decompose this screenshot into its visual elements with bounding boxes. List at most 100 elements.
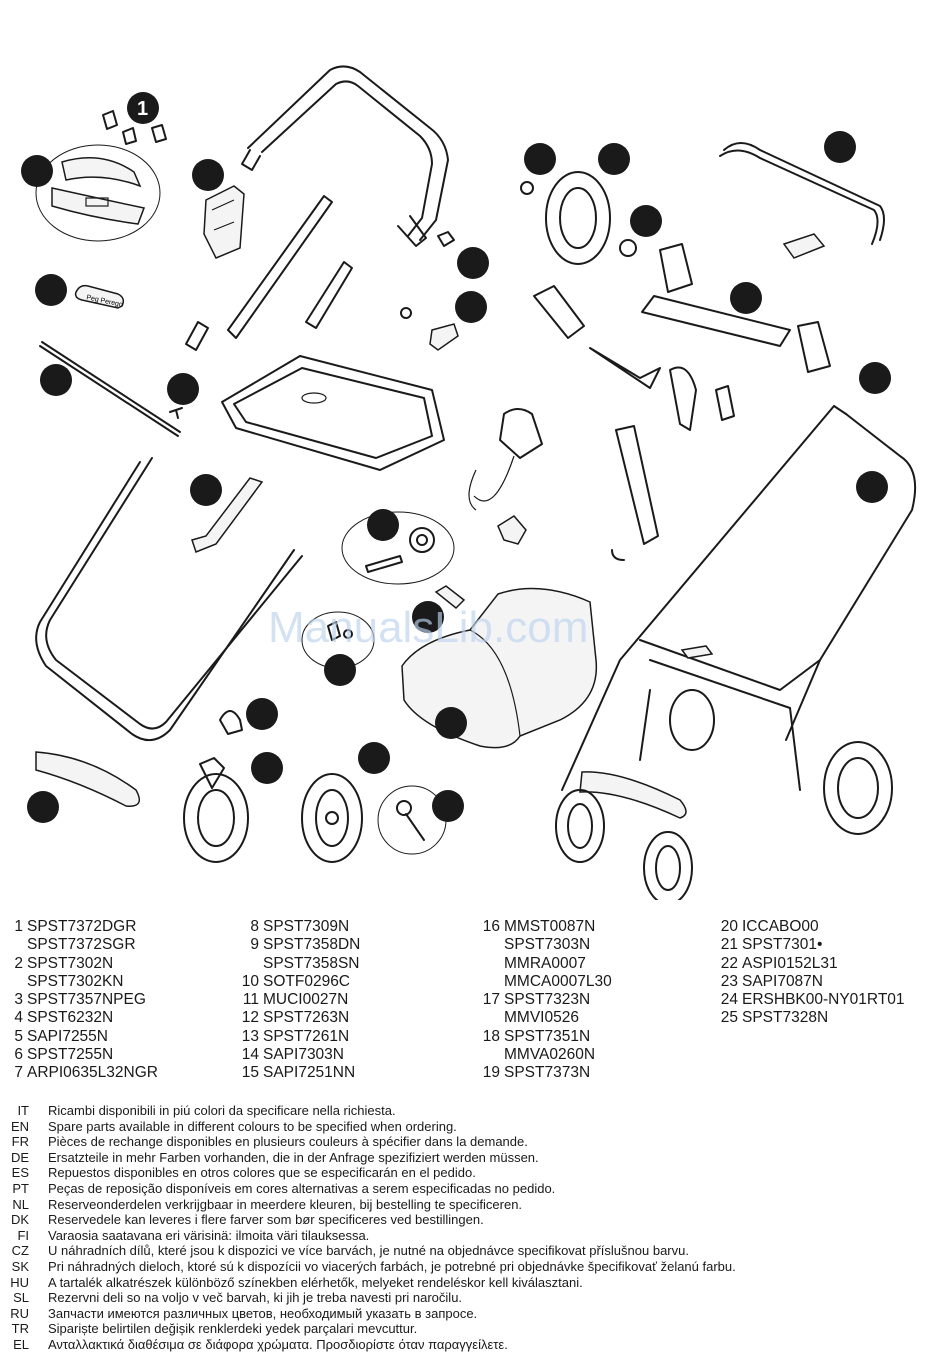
part-code: MUCI0027N [263,991,349,1009]
part-code: SPST7357NPEG [27,991,146,1009]
part-row: SPST7358SN [233,955,360,973]
note-language-code: SK [11,1258,29,1274]
part-code: MMCA0007L30 [504,972,612,990]
part-code: SPST7323N [504,991,591,1009]
part-2-handle [35,144,161,242]
callout [35,274,67,306]
callout [457,247,489,279]
part-code: ERSHBK00-NY01RT01 [742,991,905,1009]
part-6-screw [169,407,183,419]
part-number: 10 [241,972,259,990]
note-text: Запчасти имеются различных цветов, необх… [48,1305,478,1321]
part-code: SOTF0296C [263,972,351,990]
note-row: ES Repuestos disponibles en otros colores… [0,1165,950,1181]
part-basket-frame [221,355,445,471]
part-number: 24 [720,991,738,1009]
part-hinge-clips [400,231,459,351]
part-number: 15 [241,1064,259,1082]
part-row: SPST7303N [476,936,612,954]
part-code: SPST7309N [263,918,350,935]
note-text: Reserveonderdelen verkrijgbaar in meerde… [48,1196,523,1212]
callout [324,654,356,686]
part-number: 3 [14,991,23,1009]
part-code: MMRA0007 [504,954,586,972]
callout [598,143,630,175]
callout [856,471,888,503]
part-code: MMVI0526 [504,1009,579,1027]
callout [432,790,464,822]
part-row: MMRA0007 [476,955,612,973]
part-code: SAPI7251NN [263,1064,356,1082]
note-language-code: ES [11,1165,29,1181]
note-text: Pri náhradných dieloch, ktoré sú k dispo… [48,1258,736,1274]
note-language-code: DK [10,1212,29,1228]
callout [40,364,72,396]
note-language-code: EL [13,1336,29,1352]
part-code: SAPI7087N [742,972,823,990]
part-number: 12 [241,1009,259,1027]
part-brake-pedal [219,710,243,735]
note-text: Ανταλλακτικά διαθέσιμα σε διάφορα χρώματ… [48,1336,508,1352]
part-row: SPST7302KN [7,973,158,991]
part-rear-wheel [301,773,363,863]
part-number: 20 [720,918,738,935]
part-number: 6 [14,1046,23,1064]
note-text: A tartalék alkatrészek különböző színekb… [48,1274,583,1290]
note-language-code: IT [17,1103,29,1118]
part-number: 4 [14,1009,23,1027]
part-code: MMST0087N [504,918,596,935]
part-center-hub [468,285,735,561]
part-bumper [35,751,141,807]
callout [167,373,199,405]
callout [412,601,444,633]
part-number: 14 [241,1046,259,1064]
part-1-caps [102,110,167,145]
part-number: 16 [482,918,500,935]
note-language-code: FI [17,1227,29,1243]
callout [730,282,762,314]
note-language-code: FR [11,1134,29,1150]
part-number: 21 [720,936,738,954]
note-text: Repuestos disponibles en otros colores q… [48,1165,476,1181]
part-number: 2 [14,954,23,972]
part-code: ASPI0152L31 [742,954,838,972]
watermark: ManualsLib.com [268,603,588,652]
callout [21,155,53,187]
callout [859,362,891,394]
note-language-code: EN [10,1118,29,1134]
part-row: SPST7372SGR [7,936,158,954]
part-row: MMVA0260N [476,1046,612,1064]
part-code: SAPI7303N [263,1046,344,1064]
part-code: SAPI7255N [27,1027,108,1045]
exploded-parts-diagram: Peg Perego [21,65,916,900]
part-code: SPST6232N [27,1009,114,1027]
note-text: Sipariște belirtilen değișik renklerdeki… [48,1321,418,1337]
assembled-stroller [555,405,916,900]
part-code: SPST7358SN [263,954,360,972]
part-code: ICCABO00 [742,918,819,935]
handle-frame [241,65,449,247]
